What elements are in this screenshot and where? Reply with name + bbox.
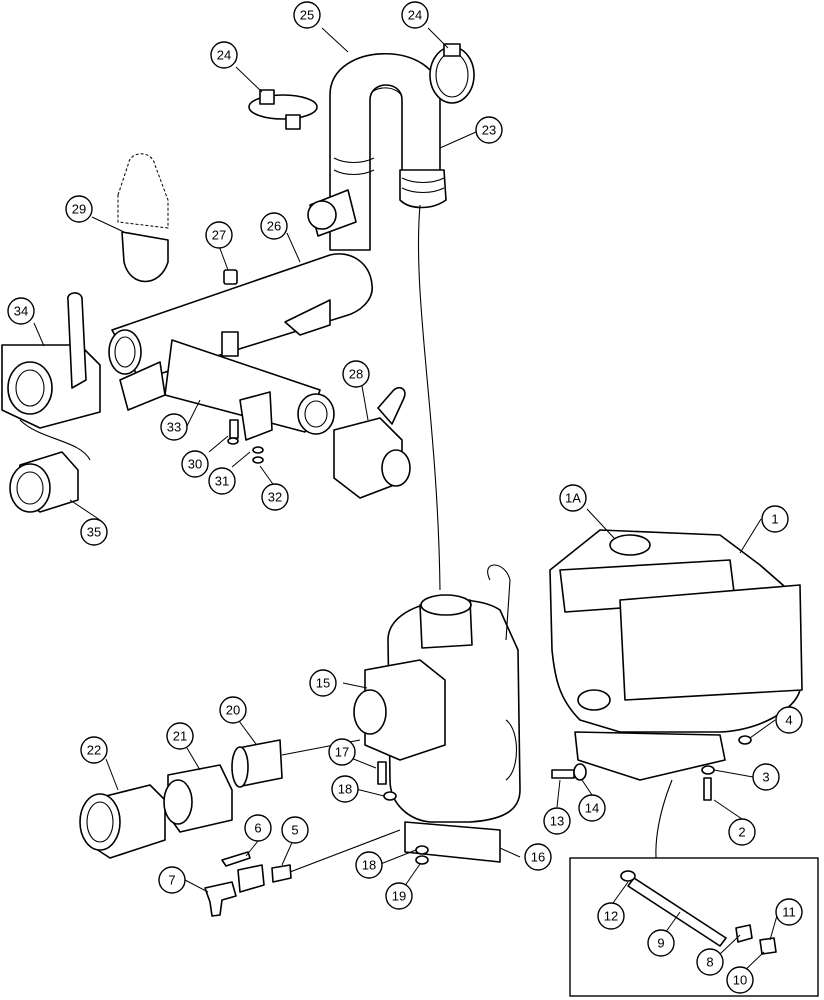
engine-hardware — [551, 735, 752, 881]
drain-valve — [204, 829, 401, 917]
callout-8: 8 — [696, 948, 724, 976]
callout-35: 35 — [80, 518, 108, 546]
callout-4: 4 — [775, 706, 803, 734]
callout-label: 31 — [215, 474, 229, 489]
callout-31: 31 — [208, 467, 236, 495]
callout-label: 10 — [733, 973, 747, 988]
callout-label: 8 — [706, 955, 713, 970]
coupling-35 — [9, 451, 79, 513]
callout-label: 35 — [87, 525, 101, 540]
callout-14: 14 — [578, 794, 606, 822]
callout-label: 1 — [771, 512, 778, 527]
callout-label: 6 — [254, 821, 261, 836]
callout-17: 17 — [328, 738, 356, 766]
callout-label: 33 — [167, 420, 181, 435]
outlet-stub — [307, 189, 357, 237]
callout-29: 29 — [65, 195, 93, 223]
clamp-24-left — [248, 89, 318, 130]
callout-21: 21 — [166, 722, 194, 750]
manifold-tee-33 — [119, 339, 335, 441]
callout-label: 30 — [188, 457, 202, 472]
callout-15: 15 — [309, 669, 337, 697]
callout-32: 32 — [261, 483, 289, 511]
callout-5: 5 — [281, 816, 309, 844]
callout-1: 1 — [761, 505, 789, 533]
callout-18: 18 — [355, 851, 383, 879]
valve-34 — [1, 292, 101, 461]
callout-16: 16 — [524, 843, 552, 871]
callout-3: 3 — [752, 763, 780, 791]
callout-30: 30 — [181, 450, 209, 478]
callout-label: 34 — [14, 304, 28, 319]
callout-label: 20 — [226, 703, 240, 718]
callout-label: 3 — [762, 770, 769, 785]
callout-label: 17 — [335, 745, 349, 760]
callout-label: 18 — [362, 858, 376, 873]
callout-label: 24 — [408, 8, 422, 23]
callout-label: 2 — [738, 825, 745, 840]
callout-9: 9 — [647, 929, 675, 957]
callout-label: 15 — [316, 676, 330, 691]
clamp-29 — [117, 153, 169, 283]
callout-label: 21 — [173, 729, 187, 744]
callout-label: 13 — [550, 814, 564, 829]
callout-7: 7 — [158, 866, 186, 894]
callout-label: 9 — [657, 936, 664, 951]
callout-label: 26 — [267, 219, 281, 234]
callout-label: 29 — [72, 202, 86, 217]
adapter-21 — [163, 764, 233, 833]
callout-25: 25 — [293, 1, 321, 29]
callout-18: 18 — [331, 775, 359, 803]
callout-label: 22 — [87, 743, 101, 758]
callout-20: 20 — [219, 696, 247, 724]
leader-lines — [33, 27, 779, 976]
callout-28: 28 — [342, 360, 370, 388]
callout-label: 27 — [212, 228, 226, 243]
callout-11: 11 — [775, 898, 803, 926]
pump-hardware — [377, 761, 429, 865]
callout-1a: 1A — [559, 484, 587, 512]
callout-label: 23 — [482, 123, 496, 138]
callout-19: 19 — [385, 882, 413, 910]
callout-label: 4 — [785, 713, 792, 728]
callout-33: 33 — [160, 413, 188, 441]
callout-6: 6 — [244, 814, 272, 842]
callout-label: 25 — [300, 8, 314, 23]
callout-label: 12 — [604, 909, 618, 924]
callout-23: 23 — [475, 116, 503, 144]
engine-1 — [549, 529, 803, 781]
coupling-22 — [79, 784, 166, 859]
callout-13: 13 — [543, 807, 571, 835]
hardware-30-32 — [227, 419, 264, 464]
callout-label: 24 — [217, 48, 231, 63]
callout-26: 26 — [260, 212, 288, 240]
callout-22: 22 — [80, 736, 108, 764]
callout-34: 34 — [7, 297, 35, 325]
callout-12: 12 — [597, 902, 625, 930]
pump-15 — [353, 564, 521, 823]
callout-label: 32 — [268, 490, 282, 505]
clamp-24-right — [429, 43, 475, 104]
callout-label: 7 — [168, 873, 175, 888]
callout-label: 5 — [291, 823, 298, 838]
callout-label: 1A — [565, 491, 581, 506]
callout-label: 16 — [531, 850, 545, 865]
callout-27: 27 — [205, 221, 233, 249]
callout-label: 18 — [338, 782, 352, 797]
callout-label: 19 — [392, 889, 406, 904]
callout-label: 14 — [585, 801, 599, 816]
callout-24: 24 — [401, 1, 429, 29]
callout-24: 24 — [210, 41, 238, 69]
callout-label: 11 — [782, 905, 796, 920]
callout-10: 10 — [726, 966, 754, 994]
callout-label: 28 — [349, 367, 363, 382]
callout-2: 2 — [728, 818, 756, 846]
plug-27 — [223, 269, 238, 285]
base-plate-16 — [404, 821, 501, 863]
hose-23 — [399, 169, 447, 591]
valve-28 — [333, 386, 411, 499]
